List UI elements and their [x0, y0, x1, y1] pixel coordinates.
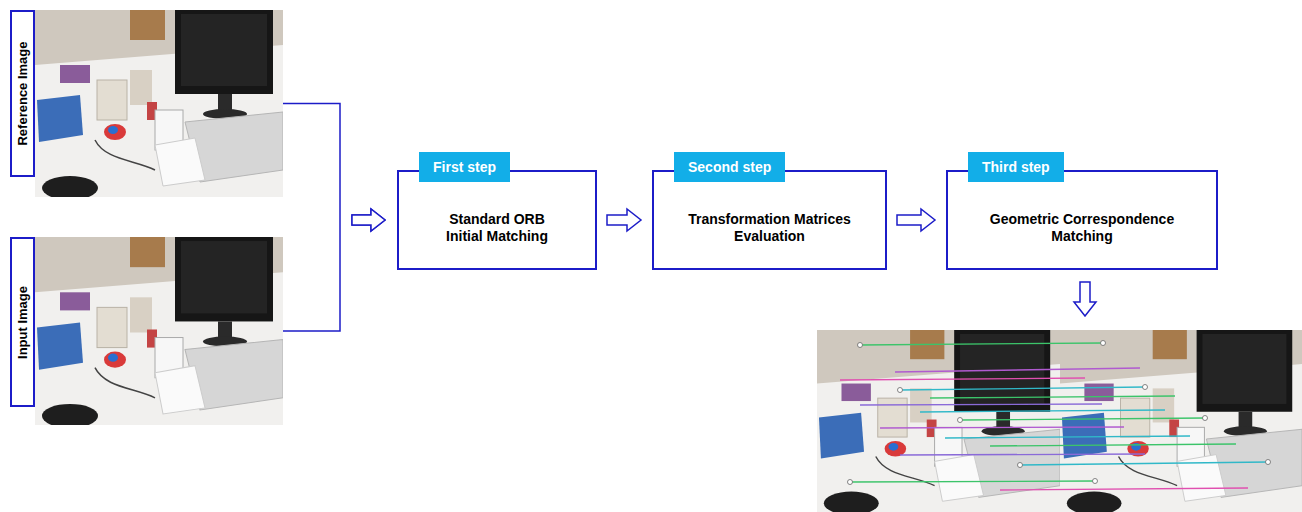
- down-arrow: [1074, 282, 1096, 316]
- image-label-box: Input Image: [10, 237, 35, 407]
- image-label: Reference Image: [15, 41, 30, 145]
- keypoint: [858, 343, 863, 348]
- keypoint: [1093, 479, 1098, 484]
- reference-photo: [35, 10, 283, 200]
- process-box: Second stepTransformation Matrices Evalu…: [652, 170, 887, 270]
- keypoint: [848, 480, 853, 485]
- result-photo-right: [1060, 330, 1302, 512]
- match-line: [860, 343, 1103, 345]
- match-line: [1000, 488, 1248, 490]
- hollow-arrow: [352, 209, 385, 231]
- result-photo-left: [817, 330, 1060, 512]
- image-panel: Input Image: [10, 237, 283, 425]
- step-title: Geometric Correspondence Matching: [975, 211, 1190, 246]
- match-lines: [840, 343, 1268, 490]
- keypoint: [1101, 341, 1106, 346]
- match-line: [880, 427, 1124, 428]
- keypoint: [1018, 463, 1023, 468]
- flow-arrow: [283, 104, 385, 232]
- keypoint: [958, 418, 963, 423]
- flow-arrow: [283, 209, 385, 331]
- image-panel: Reference Image: [10, 10, 283, 197]
- step-title: Standard ORB Initial Matching: [435, 211, 560, 246]
- match-line: [960, 418, 1205, 420]
- match-line: [850, 481, 1095, 482]
- step-tab: Second step: [674, 152, 785, 182]
- image-label-box: Reference Image: [10, 10, 35, 177]
- match-line: [900, 454, 1145, 455]
- bracket-line: [283, 104, 340, 221]
- match-line: [1020, 462, 1268, 465]
- keypoint: [898, 388, 903, 393]
- hollow-arrow: [607, 209, 641, 231]
- flow-arrow: [897, 209, 935, 231]
- match-line: [840, 378, 1085, 380]
- process-box: First stepStandard ORB Initial Matching: [397, 170, 597, 270]
- hollow-arrow: [352, 209, 385, 231]
- match-line: [945, 436, 1190, 438]
- step-title: Transformation Matrices Evaluation: [670, 211, 870, 246]
- match-line: [920, 410, 1165, 412]
- match-line: [930, 396, 1175, 398]
- bracket-line: [283, 220, 340, 331]
- image-label: Input Image: [15, 286, 30, 359]
- keypoint: [1203, 416, 1208, 421]
- hollow-arrow: [897, 209, 935, 231]
- step-tab: First step: [419, 152, 510, 182]
- keypoint: [1266, 460, 1271, 465]
- match-line: [860, 404, 1102, 405]
- process-box: Third stepGeometric Correspondence Match…: [946, 170, 1218, 270]
- match-line: [900, 387, 1145, 390]
- keypoints: [848, 341, 1271, 485]
- match-line: [895, 368, 1140, 372]
- input-photo: [35, 237, 283, 428]
- match-line: [990, 444, 1236, 446]
- keypoint: [1143, 385, 1148, 390]
- step-tab: Third step: [968, 152, 1064, 182]
- flow-arrow: [607, 209, 641, 231]
